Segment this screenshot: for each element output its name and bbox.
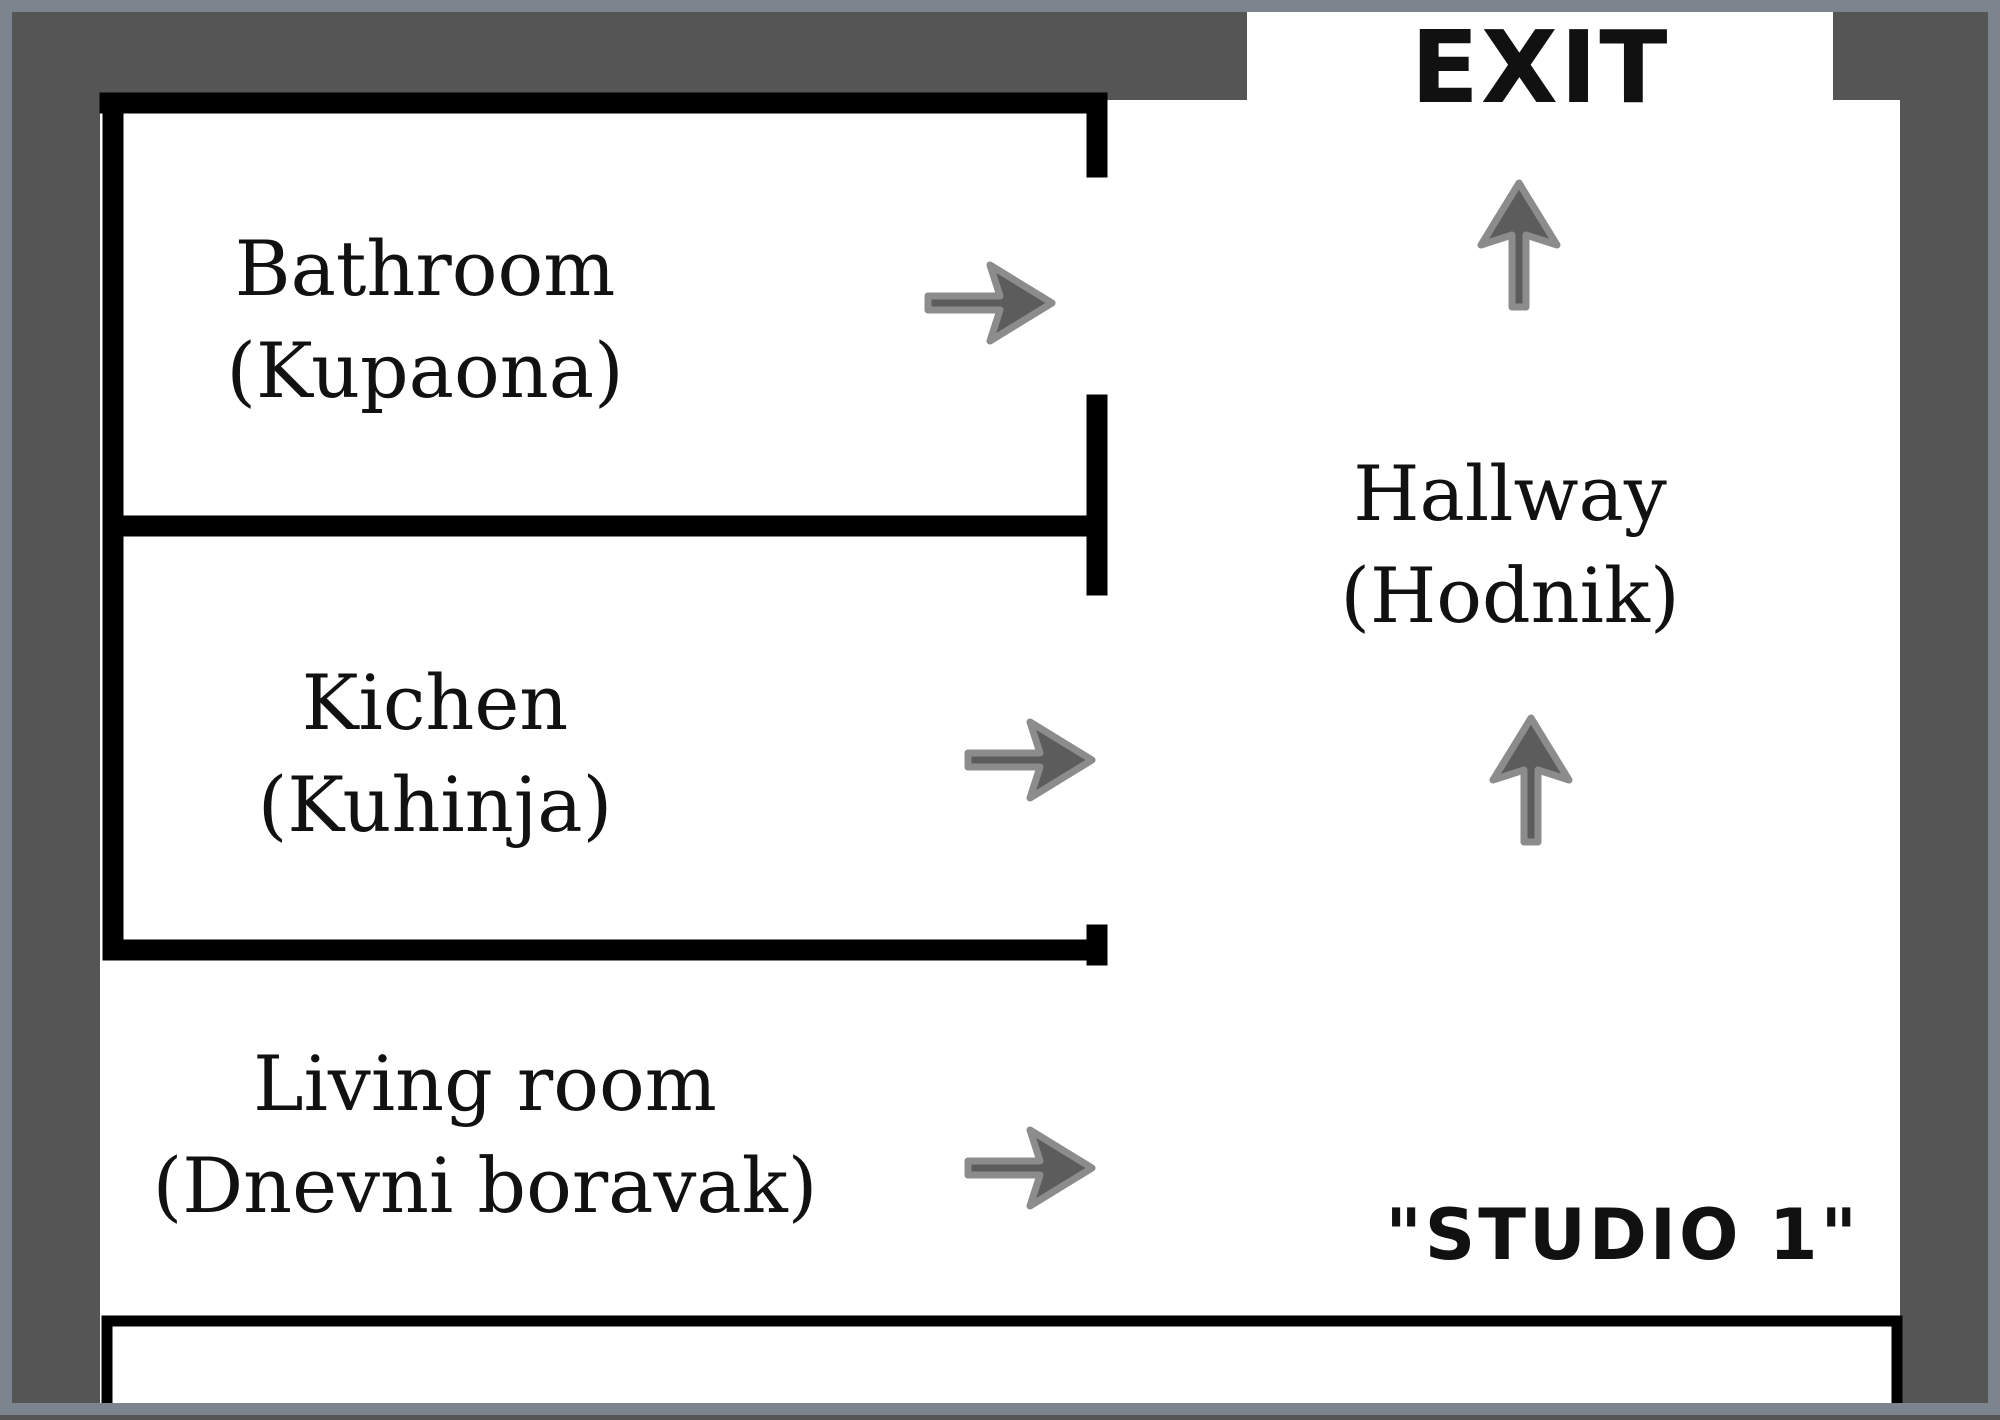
unit-label: "STUDIO 1" xyxy=(1385,1194,1860,1276)
living-room-name: Living room xyxy=(253,1039,717,1128)
living-room-local-name: (Dnevni boravak) xyxy=(152,1141,818,1230)
hallway-local-name: (Hodnik) xyxy=(1340,551,1680,640)
kitchen-label: Kichen (Kuhinja) xyxy=(200,652,670,856)
kitchen-name: Kichen xyxy=(301,658,569,747)
bottom-strip xyxy=(101,1315,1903,1420)
bathroom-local-name: (Kupaona) xyxy=(226,326,624,415)
hallway-label: Hallway (Hodnik) xyxy=(1280,443,1740,647)
living-room-label: Living room (Dnevni boravak) xyxy=(135,1033,835,1237)
bathroom-name: Bathroom xyxy=(234,224,616,313)
hallway-name: Hallway xyxy=(1353,449,1667,538)
kitchen-local-name: (Kuhinja) xyxy=(257,760,613,849)
room-walls xyxy=(99,92,1108,966)
exit-opening xyxy=(1247,0,1833,102)
bathroom-label: Bathroom (Kupaona) xyxy=(190,218,660,422)
exit-sign: EXIT xyxy=(1410,9,1670,126)
